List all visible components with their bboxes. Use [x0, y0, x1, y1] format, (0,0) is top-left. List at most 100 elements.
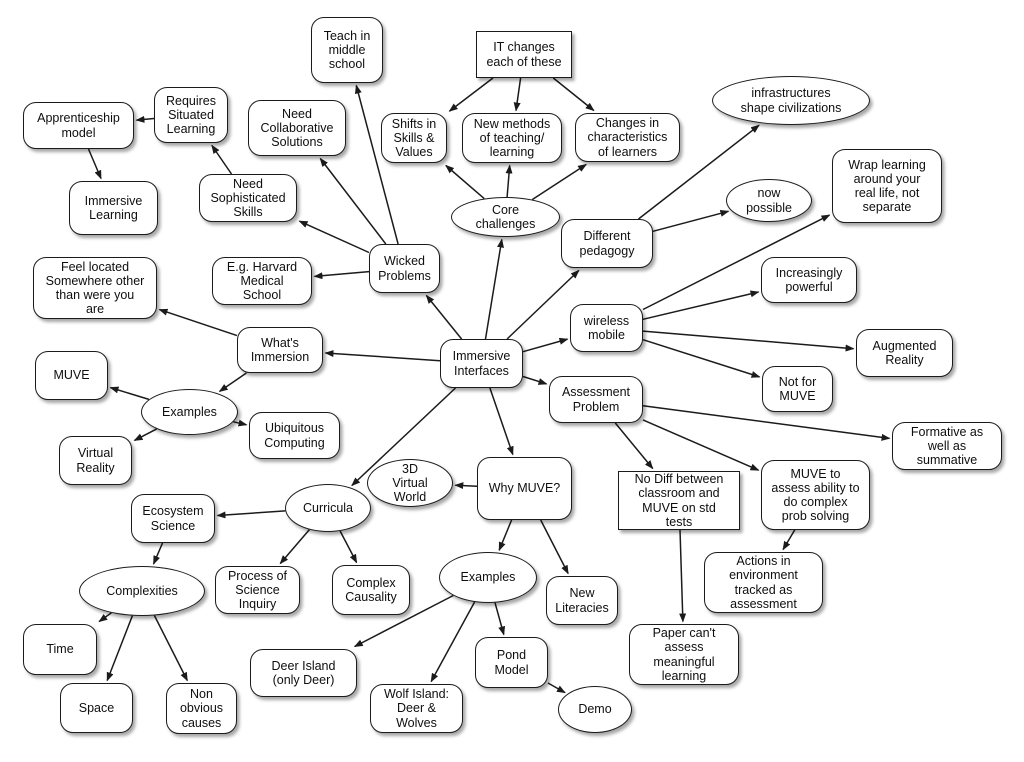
- edge-assessment-problem-to-formative: [642, 404, 891, 441]
- node-examples-bottom: Examples: [439, 552, 537, 603]
- edge-wicked-problems-to-eg-harvard: [313, 270, 370, 280]
- edge-wireless-mobile-to-not-for-muve: [642, 338, 761, 378]
- node-infrastructures: infrastructures shape civilizations: [712, 76, 870, 125]
- node-curricula: Curricula: [285, 484, 371, 532]
- edge-examples-bottom-to-deer-island: [353, 594, 454, 648]
- edge-curricula-to-ecosystem-science: [216, 510, 286, 519]
- node-teach-middle-school: Teach in middle school: [311, 17, 383, 83]
- edge-wireless-mobile-to-wrap-learning: [642, 214, 831, 311]
- node-requires-situated: Requires Situated Learning: [154, 87, 228, 143]
- edge-immersive-interfaces-to-wicked-problems: [425, 294, 463, 340]
- node-complexities: Complexities: [79, 566, 205, 616]
- node-changes-learners: Changes in characteristics of learners: [575, 113, 680, 162]
- node-three-d-virtual-world: 3D Virtual World: [367, 459, 453, 507]
- edge-complexities-to-space: [106, 615, 134, 682]
- node-immersive-learning: Immersive Learning: [69, 181, 158, 235]
- edge-ecosystem-science-to-complexities: [152, 542, 164, 565]
- node-muve-assess: MUVE to assess ability to do complex pro…: [761, 460, 870, 530]
- edge-immersive-interfaces-to-curricula: [351, 387, 457, 487]
- node-paper-cant: Paper can't assess meaningful learning: [629, 624, 739, 685]
- node-non-obvious: Non obvious causes: [166, 683, 237, 734]
- node-time: Time: [23, 624, 97, 675]
- edge-it-changes-to-shifts-skills: [448, 77, 494, 112]
- node-eg-harvard: E.g. Harvard Medical School: [212, 257, 312, 305]
- node-space: Space: [60, 683, 133, 733]
- node-examples-top: Examples: [141, 389, 238, 435]
- node-virtual-reality: Virtual Reality: [59, 436, 132, 485]
- edge-core-challenges-to-shifts-skills: [445, 164, 485, 200]
- node-need-collab: Need Collaborative Solutions: [248, 100, 346, 156]
- edge-examples-bottom-to-pond-model: [494, 602, 506, 636]
- node-ecosystem-science: Ecosystem Science: [131, 494, 215, 543]
- edge-requires-situated-to-apprenticeship: [135, 115, 155, 123]
- node-assessment-problem: Assessment Problem: [549, 376, 643, 423]
- node-core-challenges: Core challenges: [451, 197, 560, 237]
- edge-why-muve-to-new-literacies: [540, 519, 569, 575]
- edge-it-changes-to-new-methods: [513, 77, 522, 112]
- edge-why-muve-to-three-d-virtual-world: [454, 482, 478, 490]
- edge-assessment-problem-to-no-diff: [614, 422, 654, 470]
- node-different-pedagogy: Different pedagogy: [561, 219, 653, 268]
- node-increasingly-powerful: Increasingly powerful: [761, 257, 857, 303]
- edge-immersive-interfaces-to-assessment-problem: [522, 375, 548, 385]
- node-augmented-reality: Augmented Reality: [856, 329, 953, 377]
- edge-immersive-interfaces-to-core-challenges: [484, 238, 504, 340]
- edge-immersive-interfaces-to-wireless-mobile: [522, 337, 569, 353]
- edge-whats-immersion-to-examples-top: [218, 372, 247, 393]
- node-feel-located: Feel located Somewhere other than were y…: [33, 257, 157, 319]
- edge-curricula-to-complex-causality: [339, 530, 358, 564]
- edge-whats-immersion-to-feel-located: [158, 308, 238, 337]
- node-new-methods: New methods of teaching/ learning: [462, 113, 562, 163]
- node-wolf-island: Wolf Island: Deer & Wolves: [370, 684, 463, 733]
- node-wireless-mobile: wireless mobile: [570, 304, 643, 352]
- node-need-sophisticated: Need Sophisticated Skills: [199, 174, 297, 222]
- edge-wicked-problems-to-need-collab: [319, 157, 387, 245]
- node-it-changes: IT changes each of these: [476, 31, 572, 78]
- edge-examples-top-to-virtual-reality: [133, 428, 158, 442]
- edge-immersive-interfaces-to-whats-immersion: [324, 350, 441, 362]
- edge-assessment-problem-to-muve-assess: [642, 419, 760, 471]
- edge-no-diff-to-paper-cant: [679, 529, 687, 623]
- node-formative: Formative as well as summative: [892, 422, 1002, 470]
- edge-core-challenges-to-new-methods: [505, 164, 513, 198]
- node-now-possible: now possible: [726, 179, 812, 222]
- node-demo: Demo: [558, 686, 632, 733]
- node-apprenticeship: Apprenticeship model: [23, 102, 134, 149]
- edge-examples-top-to-muve: [109, 386, 150, 401]
- edge-complexities-to-time: [98, 612, 112, 623]
- edge-wicked-problems-to-need-sophisticated: [298, 220, 370, 254]
- node-wicked-problems: Wicked Problems: [369, 244, 440, 293]
- edge-different-pedagogy-to-now-possible: [652, 209, 730, 233]
- edge-muve-assess-to-actions-env: [782, 529, 796, 551]
- edge-different-pedagogy-to-infrastructures: [638, 124, 760, 220]
- edge-pond-model-to-demo: [547, 682, 566, 694]
- node-new-literacies: New Literacies: [546, 576, 618, 625]
- edge-curricula-to-process-science: [279, 529, 310, 565]
- node-complex-causality: Complex Causality: [332, 565, 410, 615]
- node-pond-model: Pond Model: [475, 637, 548, 688]
- node-actions-env: Actions in environment tracked as assess…: [704, 552, 823, 613]
- edge-wireless-mobile-to-increasingly-powerful: [642, 290, 760, 321]
- edge-examples-bottom-to-wolf-island: [430, 601, 476, 683]
- edge-core-challenges-to-changes-learners: [531, 163, 587, 201]
- edge-complexities-to-non-obvious: [153, 615, 188, 682]
- node-immersive-interfaces: Immersive Interfaces: [440, 339, 523, 388]
- node-no-diff: No Diff between classroom and MUVE on st…: [618, 471, 740, 530]
- edge-need-sophisticated-to-requires-situated: [211, 144, 233, 175]
- node-deer-island: Deer Island (only Deer): [250, 649, 357, 697]
- edge-wicked-problems-to-teach-middle-school: [354, 84, 399, 245]
- node-wrap-learning: Wrap learning around your real life, not…: [832, 149, 942, 223]
- node-shifts-skills: Shifts in Skills & Values: [381, 113, 447, 163]
- node-not-for-muve: Not for MUVE: [762, 366, 833, 412]
- node-muve: MUVE: [35, 351, 108, 400]
- edge-immersive-interfaces-to-why-muve: [489, 387, 514, 456]
- edge-it-changes-to-changes-learners: [552, 77, 595, 112]
- node-ubiquitous: Ubiquitous Computing: [249, 412, 340, 459]
- node-process-science: Process of Science Inquiry: [215, 566, 300, 614]
- edge-wireless-mobile-to-augmented-reality: [642, 330, 855, 352]
- edge-immersive-interfaces-to-different-pedagogy: [506, 269, 580, 340]
- node-why-muve: Why MUVE?: [477, 457, 572, 520]
- node-whats-immersion: What's Immersion: [237, 327, 323, 373]
